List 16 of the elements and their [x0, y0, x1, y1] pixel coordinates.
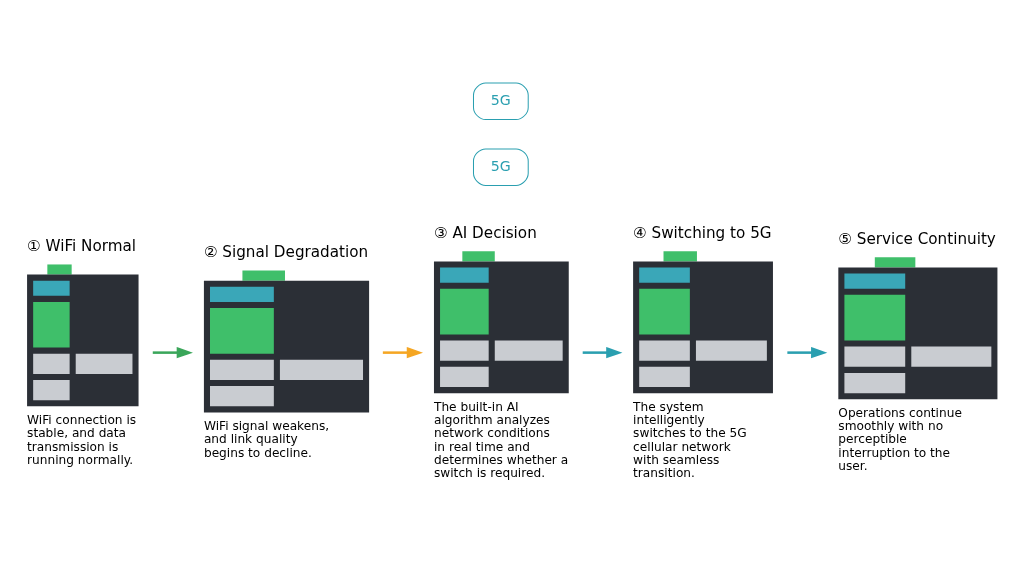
node-label: ③ AI Decision — [433, 224, 537, 243]
node-label: ① WiFi Normal — [27, 237, 137, 256]
node-label: WiFi signal weakens, and link quality begins to decline. — [203, 419, 330, 460]
node-label: The system intelligently switches to the 5G cellular network with seamless transition. — [633, 400, 747, 480]
label: 5G — [490, 157, 511, 174]
label: 5G — [490, 92, 511, 109]
arrow — [582, 346, 623, 359]
node-label: ④ Switching to 5G — [633, 224, 772, 243]
node-label: ⑤ Service Continuity — [838, 230, 996, 249]
arrow — [152, 346, 193, 359]
node-label: The built-in AI algorithm analyzes network conditions in real time and determines whether a switch is required. — [433, 400, 569, 480]
arrow — [787, 346, 828, 359]
node-label: ② Signal Degradation — [203, 243, 369, 262]
node-label: Operations continue smoothly with no perceptible interruption to the user. — [838, 406, 962, 473]
node-label: WiFi connection is stable, and data transmission is running normally. — [27, 413, 137, 467]
arrow — [382, 346, 423, 359]
